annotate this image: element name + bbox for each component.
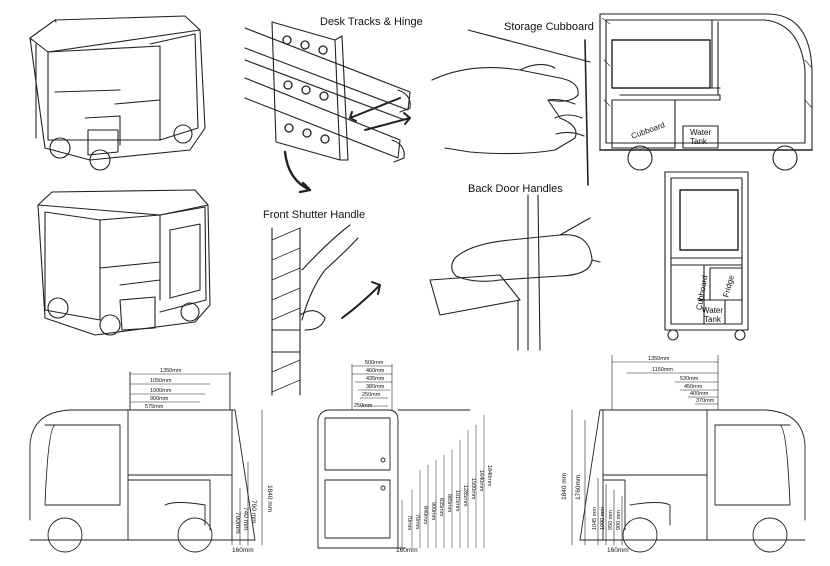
left-height-740: 740 mm [242,507,249,530]
left-width-1050: 1050mm [150,378,172,384]
elevation-middle [317,363,485,549]
right-ground-160: 160mm [607,547,629,554]
left-width-1000: 1000mm [150,388,172,394]
mid-ground-160: 160mm [396,547,418,554]
water-tank-label-bottom-1: Water [702,306,723,315]
right-width-450: 450mm [684,384,703,390]
front-shutter-handle-sketch [271,224,381,396]
right-height-1840: 1840 mm [561,473,568,500]
right-height-1000: 1000 mm [600,507,606,530]
left-width-1350: 1350mm [160,368,182,374]
kiosk-open-perspective [37,189,211,336]
mid-width-250-b: 250mm [354,403,373,409]
right-width-1150: 1150mm [652,367,673,373]
storage-cupboard-label: Storage Cubboard [504,21,594,33]
elevation-left [29,371,263,553]
kiosk-closed-perspective [29,15,206,171]
mid-height-1840: 1840mm [486,465,492,487]
right-height-900: 900 mm [616,510,622,530]
left-height-790: 790 mm [250,500,257,523]
mid-height-70b: 70mm [414,514,420,530]
mid-width-250-a: 250mm [362,392,381,398]
right-height-950: 950 mm [608,510,614,530]
water-tank-label-top-1: Water [690,128,711,137]
mid-height-1285: 1285mm [462,485,468,507]
back-door-handles-sketch [429,194,601,351]
water-tank-label-top-2: Tank [690,137,708,146]
mid-height-900: 900mm [430,502,436,521]
right-width-1350: 1350mm [648,356,670,362]
mid-height-1015: 1015mm [454,490,460,512]
mid-width-460: 460mm [366,368,385,374]
mid-height-840: 840mm [422,506,428,525]
fridge-label: Fridge [721,274,736,299]
section-view-front [664,171,749,341]
right-width-400: 400mm [690,391,709,397]
mid-height-885: 885mm [446,494,452,513]
mid-height-835: 835mm [438,498,444,517]
desk-tracks-label: Desk Tracks & Hinge [320,16,423,28]
left-height-1840: 1840 mm [266,485,273,512]
storage-cupboard-hand-sketch [431,29,591,186]
right-width-530: 530mm [680,376,699,382]
mid-width-435: 435mm [366,376,385,382]
elevation-right [571,354,806,553]
mid-height-70: 70mm [406,515,412,531]
back-door-handles-label: Back Door Handles [468,183,563,195]
left-ground-160: 160mm [232,547,254,554]
mid-height-1500: 1500mm [470,478,476,500]
mid-height-1640: 1640mm [478,470,484,492]
left-width-575: 575mm [145,404,164,410]
left-width-900: 900mm [150,396,169,402]
mid-width-500: 500mm [365,360,384,366]
desk-tracks-hinge-sketch [244,21,411,194]
right-height-1760: 1760mm [575,475,582,500]
mid-width-380: 380mm [366,384,385,390]
section-view-side [599,13,813,171]
right-width-370: 370mm [696,398,715,404]
right-height-1045: 1045 mm [592,507,598,530]
front-shutter-handle-label: Front Shutter Handle [263,209,365,221]
water-tank-label-bottom-2: Tank [704,315,722,324]
left-height-700: 700mm [234,512,241,534]
cupboard-label-top: Cubboard [630,120,666,140]
